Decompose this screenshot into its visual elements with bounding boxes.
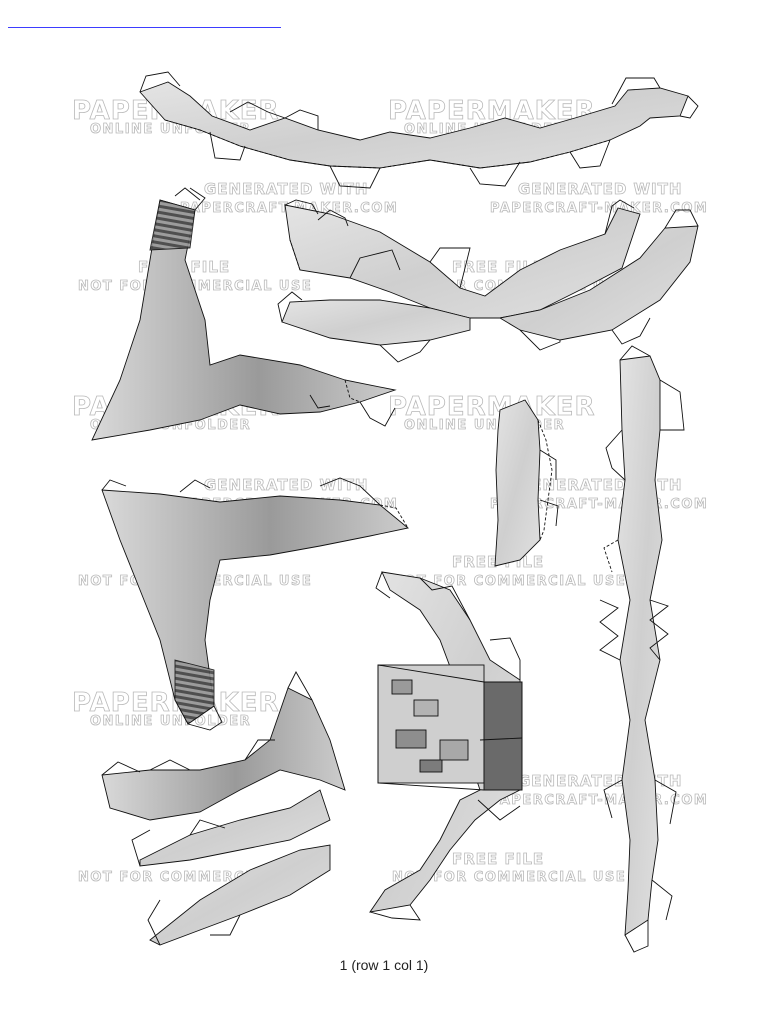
watermark-free: FREE FILE xyxy=(452,850,545,869)
piece-top-arc xyxy=(139,71,699,189)
watermark-generated: GENERATED WITH xyxy=(204,180,369,199)
watermark-generated: GENERATED WITH xyxy=(204,476,369,495)
piece-left-arm-upper xyxy=(91,187,397,441)
piece-center-strip xyxy=(494,399,559,567)
watermark-not-commercial: NOT FOR COMMERCIAL USE xyxy=(78,279,313,295)
piece-bottom-left-claw xyxy=(101,671,346,946)
watermark-brand-sub: ONLINE UNFOLDER xyxy=(90,714,252,730)
watermark-not-commercial: NOT FOR COMMERCIAL USE xyxy=(392,574,627,590)
watermark-generated: GENERATED WITH xyxy=(518,180,683,199)
watermark-brand: PAPERMAKER xyxy=(388,96,596,127)
piece-right-strip xyxy=(599,345,685,953)
watermark-not-commercial: NOT FOR COMMERCIAL USE xyxy=(392,870,627,886)
watermark-site: PAPERCRAFT-MAKER.COM xyxy=(490,201,709,217)
page-footer-label: 1 (row 1 col 1) xyxy=(339,957,429,973)
piece-head xyxy=(369,571,523,921)
piece-left-arm-mid xyxy=(101,477,410,731)
piece-bow xyxy=(277,199,699,363)
hyperlink-underline[interactable] xyxy=(8,27,281,28)
watermark-brand: PAPERMAKER xyxy=(388,392,596,423)
